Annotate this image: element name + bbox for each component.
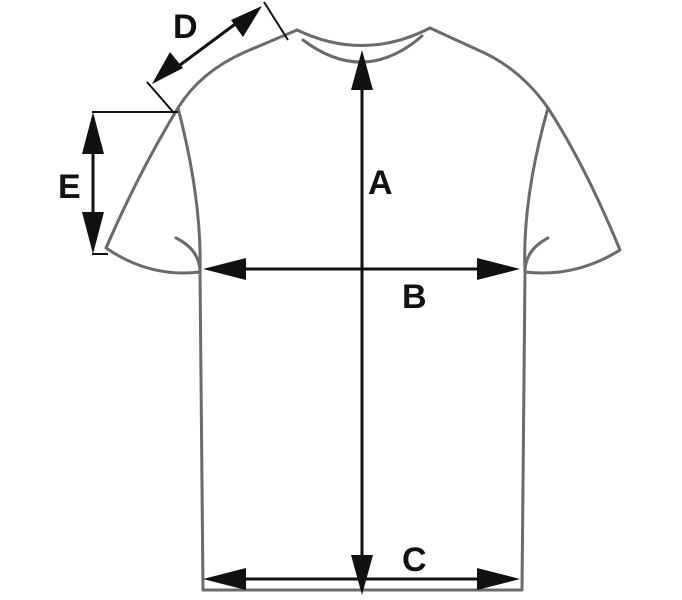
measurement-d: D [146,1,289,114]
measurement-b-arrowhead-left [203,258,246,280]
measurement-a-arrowhead-top [351,50,373,90]
measurement-c: C [203,541,520,590]
measurement-d-label: D [173,8,198,46]
measurement-d-arrowhead-lower [152,52,183,84]
measurement-a-label: A [368,164,393,202]
measurement-c-arrowhead-right [477,568,520,590]
collar-outer-line [295,26,432,47]
measurement-e-label: E [58,168,81,206]
right-armhole-seam [523,106,550,274]
measurement-b-label: B [402,278,427,316]
measurement-a-arrowhead-bottom [351,555,373,595]
measurement-d-arrowhead-upper [231,6,262,37]
measurement-e-arrowhead-top [82,112,104,154]
measurement-d-tick-inner [146,81,175,114]
measurement-e-arrowhead-bottom [82,212,104,254]
left-sleeve-fold [174,236,202,274]
measurement-b-arrowhead-right [477,258,520,280]
measurement-c-arrowhead-left [203,568,246,590]
measurement-d-line [175,20,239,70]
measurement-c-label: C [402,541,427,579]
measurement-e: E [58,111,178,255]
measurement-b: B [203,258,520,316]
left-armhole-seam [176,106,202,274]
measurement-a: A [351,50,393,595]
right-sleeve-fold [523,236,550,274]
measurement-d-tick-outer [263,1,289,41]
